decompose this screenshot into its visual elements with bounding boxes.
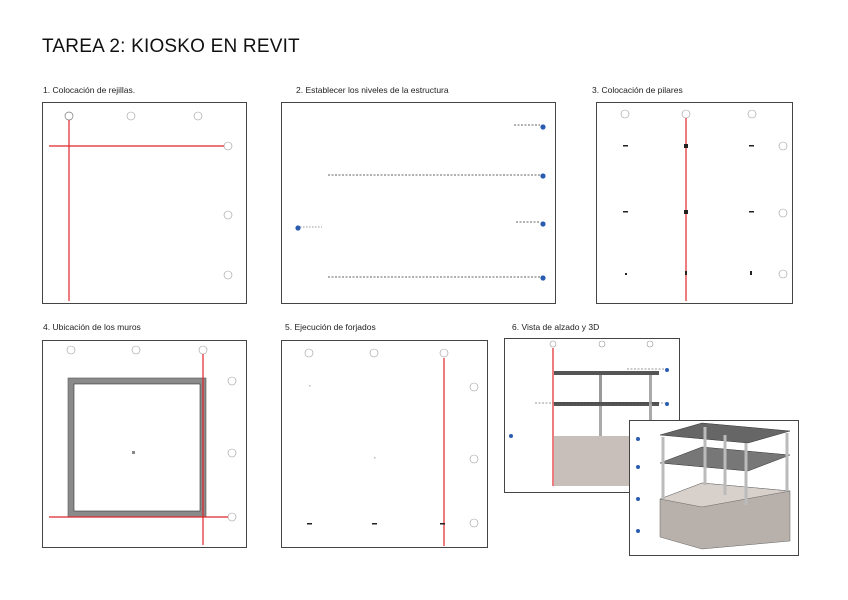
panel-columns [596,102,793,304]
grid-bubble-icon [64,111,233,280]
level-head-icon [636,437,640,533]
level-head-icon [295,124,546,281]
step-6-caption: 6. Vista de alzado y 3D [512,322,600,332]
panel-slabs [281,340,488,548]
panel-grids [42,102,247,304]
grid-bubble-icon [620,109,788,279]
grid-bubble-icon [304,348,479,528]
step-1-caption: 1. Colocación de rejillas. [43,85,136,95]
panel-3d-view [629,420,799,556]
level-head-icon [509,368,669,438]
panel-walls [42,340,247,548]
grid-bubble-icon [549,340,654,348]
step-4-caption: 4. Ubicación de los muros [43,322,141,332]
panel-levels [281,102,556,304]
page-title: TAREA 2: KIOSKO EN REVIT [42,36,300,57]
step-3-caption: 3. Colocación de pilares [592,85,683,95]
step-5-caption: 5. Ejecución de forjados [285,322,376,332]
column-marks [623,144,754,275]
slab-section [554,371,659,375]
columns-3d [661,427,789,505]
step-2-caption: 2. Establecer los niveles de la estructu… [296,85,449,95]
